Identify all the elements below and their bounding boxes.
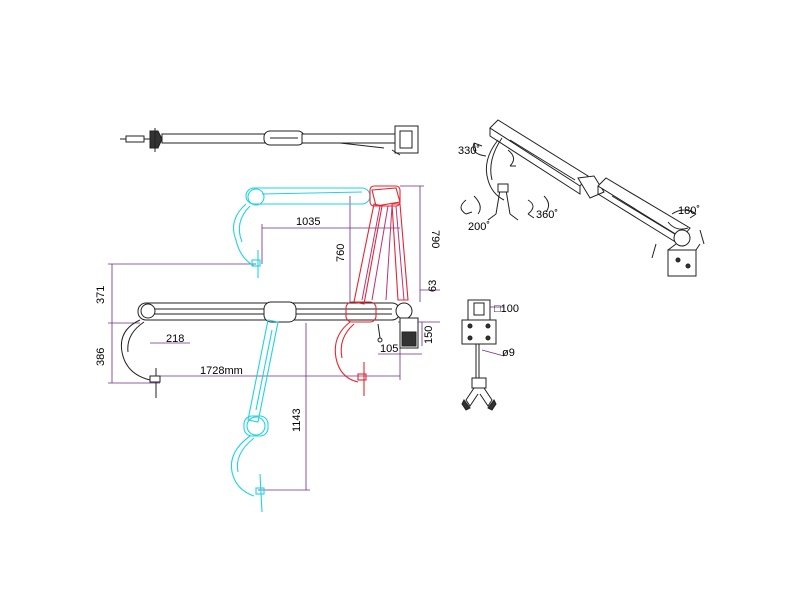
dimension-386: 386	[95, 348, 107, 366]
dimension-lines	[108, 185, 440, 491]
rotation-label-200: 200˚	[468, 221, 490, 233]
dimension-790: 790	[429, 230, 441, 248]
dimension-1728mm: 1728mm	[200, 365, 243, 377]
top-view	[120, 125, 419, 156]
isometric-view	[460, 119, 705, 277]
rotation-label-330: 330˚	[458, 145, 480, 157]
rotation-label-360: 360˚	[536, 209, 558, 221]
dimension-760: 760	[335, 244, 347, 262]
mount-detail-view	[461, 299, 505, 411]
cyan-arm-position	[230, 187, 371, 513]
dimension-1035: 1035	[296, 216, 320, 228]
dimension-1143: 1143	[291, 408, 303, 432]
dimension-63: 63	[427, 280, 439, 292]
dimension-diameter-9: ø9	[502, 347, 515, 359]
dimension-218: 218	[166, 333, 184, 345]
red-arm-position	[334, 185, 409, 396]
dimension-150: 150	[423, 326, 435, 344]
side-view-arm	[120, 301, 419, 398]
dimension-square-100: □100	[494, 303, 519, 315]
dimension-105: 105	[380, 343, 398, 355]
rotation-label-180: 180˚	[678, 205, 700, 217]
dimension-371: 371	[95, 286, 107, 304]
